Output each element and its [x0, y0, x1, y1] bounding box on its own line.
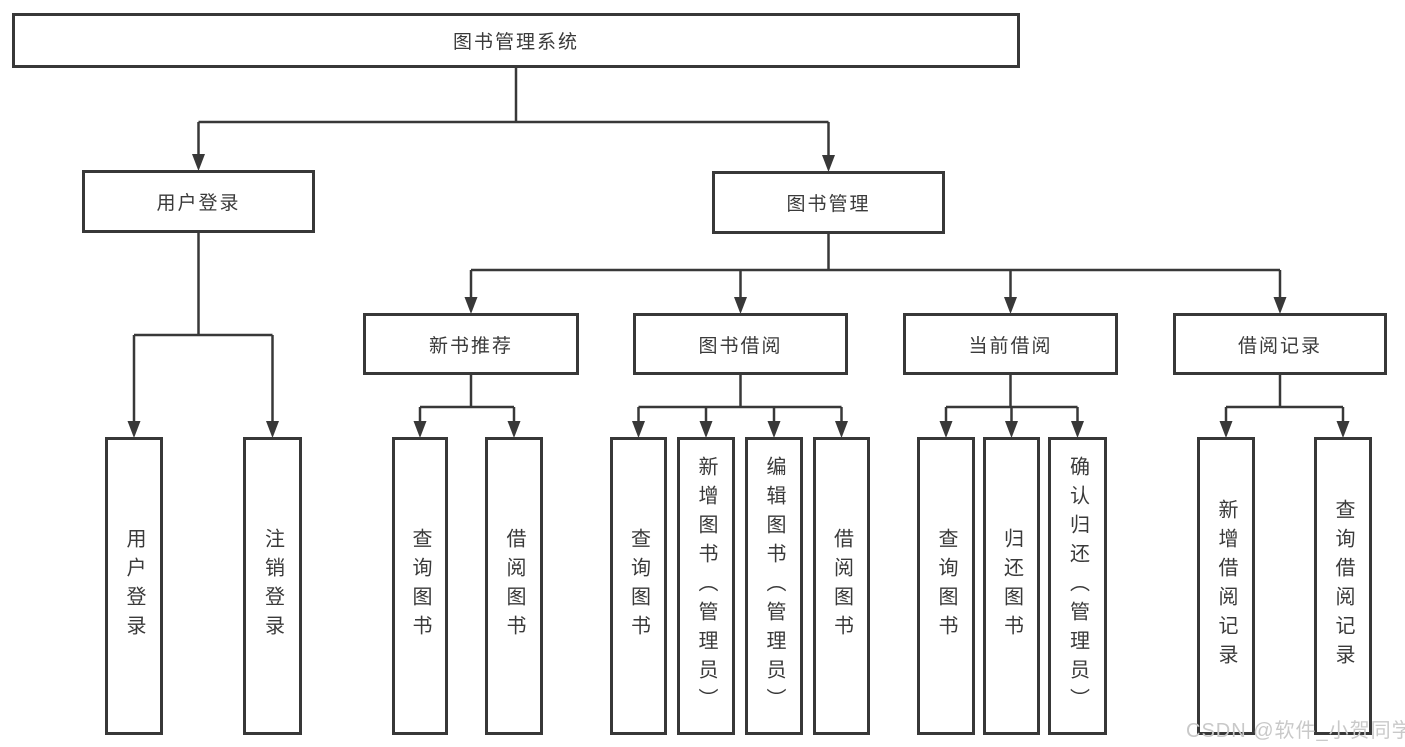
- node-user-login-action: 用户登录: [105, 437, 163, 735]
- node-label-br-query-record: 查询借阅记录: [1332, 499, 1354, 673]
- node-br-query-record: 查询借阅记录: [1314, 437, 1372, 735]
- node-label-cb-confirm-return: 确认归还（管理员）: [1066, 455, 1089, 717]
- node-label-new-book-recommend: 新书推荐: [428, 335, 513, 357]
- node-label-system-root: 图书管理系统: [452, 32, 579, 53]
- node-bb-query-books: 查询图书: [610, 437, 667, 735]
- node-label-cb-query-books: 查询图书: [935, 528, 957, 644]
- watermark: CSDN @软件_小贺同学: [1186, 720, 1405, 742]
- node-label-borrowing-records: 借阅记录: [1237, 335, 1322, 357]
- node-label-nbr-query-books: 查询图书: [409, 528, 431, 644]
- node-label-bb-add-books: 新增图书（管理员）: [695, 455, 717, 717]
- node-label-user-login-action: 用户登录: [123, 528, 145, 644]
- node-label-nbr-borrow-books: 借阅图书: [503, 528, 525, 644]
- node-cb-confirm-return: 确认归还（管理员）: [1048, 437, 1107, 735]
- node-borrowing-records: 借阅记录: [1173, 313, 1387, 375]
- node-new-book-recommend: 新书推荐: [363, 313, 579, 375]
- node-bb-add-books: 新增图书（管理员）: [677, 437, 735, 735]
- node-label-bb-borrow-books: 借阅图书: [830, 528, 853, 644]
- node-label-br-add-record: 新增借阅记录: [1215, 499, 1237, 673]
- node-book-borrowing: 图书借阅: [633, 313, 848, 375]
- node-label-user-login: 用户登录: [156, 193, 241, 214]
- node-label-book-management: 图书管理: [786, 194, 871, 215]
- node-br-add-record: 新增借阅记录: [1197, 437, 1255, 735]
- node-label-bb-edit-books: 编辑图书（管理员）: [763, 455, 785, 717]
- node-book-management: 图书管理: [712, 171, 945, 234]
- node-label-cb-return-books: 归还图书: [1000, 528, 1023, 644]
- node-nbr-borrow-books: 借阅图书: [485, 437, 543, 735]
- node-cb-query-books: 查询图书: [917, 437, 975, 735]
- node-system-root: 图书管理系统: [12, 13, 1020, 68]
- node-label-logout-action: 注销登录: [261, 528, 284, 644]
- node-bb-borrow-books: 借阅图书: [813, 437, 870, 735]
- node-label-book-borrowing: 图书借阅: [698, 335, 783, 357]
- node-bb-edit-books: 编辑图书（管理员）: [745, 437, 803, 735]
- node-label-current-borrowing: 当前借阅: [968, 335, 1053, 357]
- node-label-bb-query-books: 查询图书: [627, 528, 650, 644]
- node-logout-action: 注销登录: [243, 437, 302, 735]
- node-current-borrowing: 当前借阅: [903, 313, 1118, 375]
- node-nbr-query-books: 查询图书: [392, 437, 448, 735]
- node-user-login: 用户登录: [82, 170, 315, 233]
- node-cb-return-books: 归还图书: [983, 437, 1040, 735]
